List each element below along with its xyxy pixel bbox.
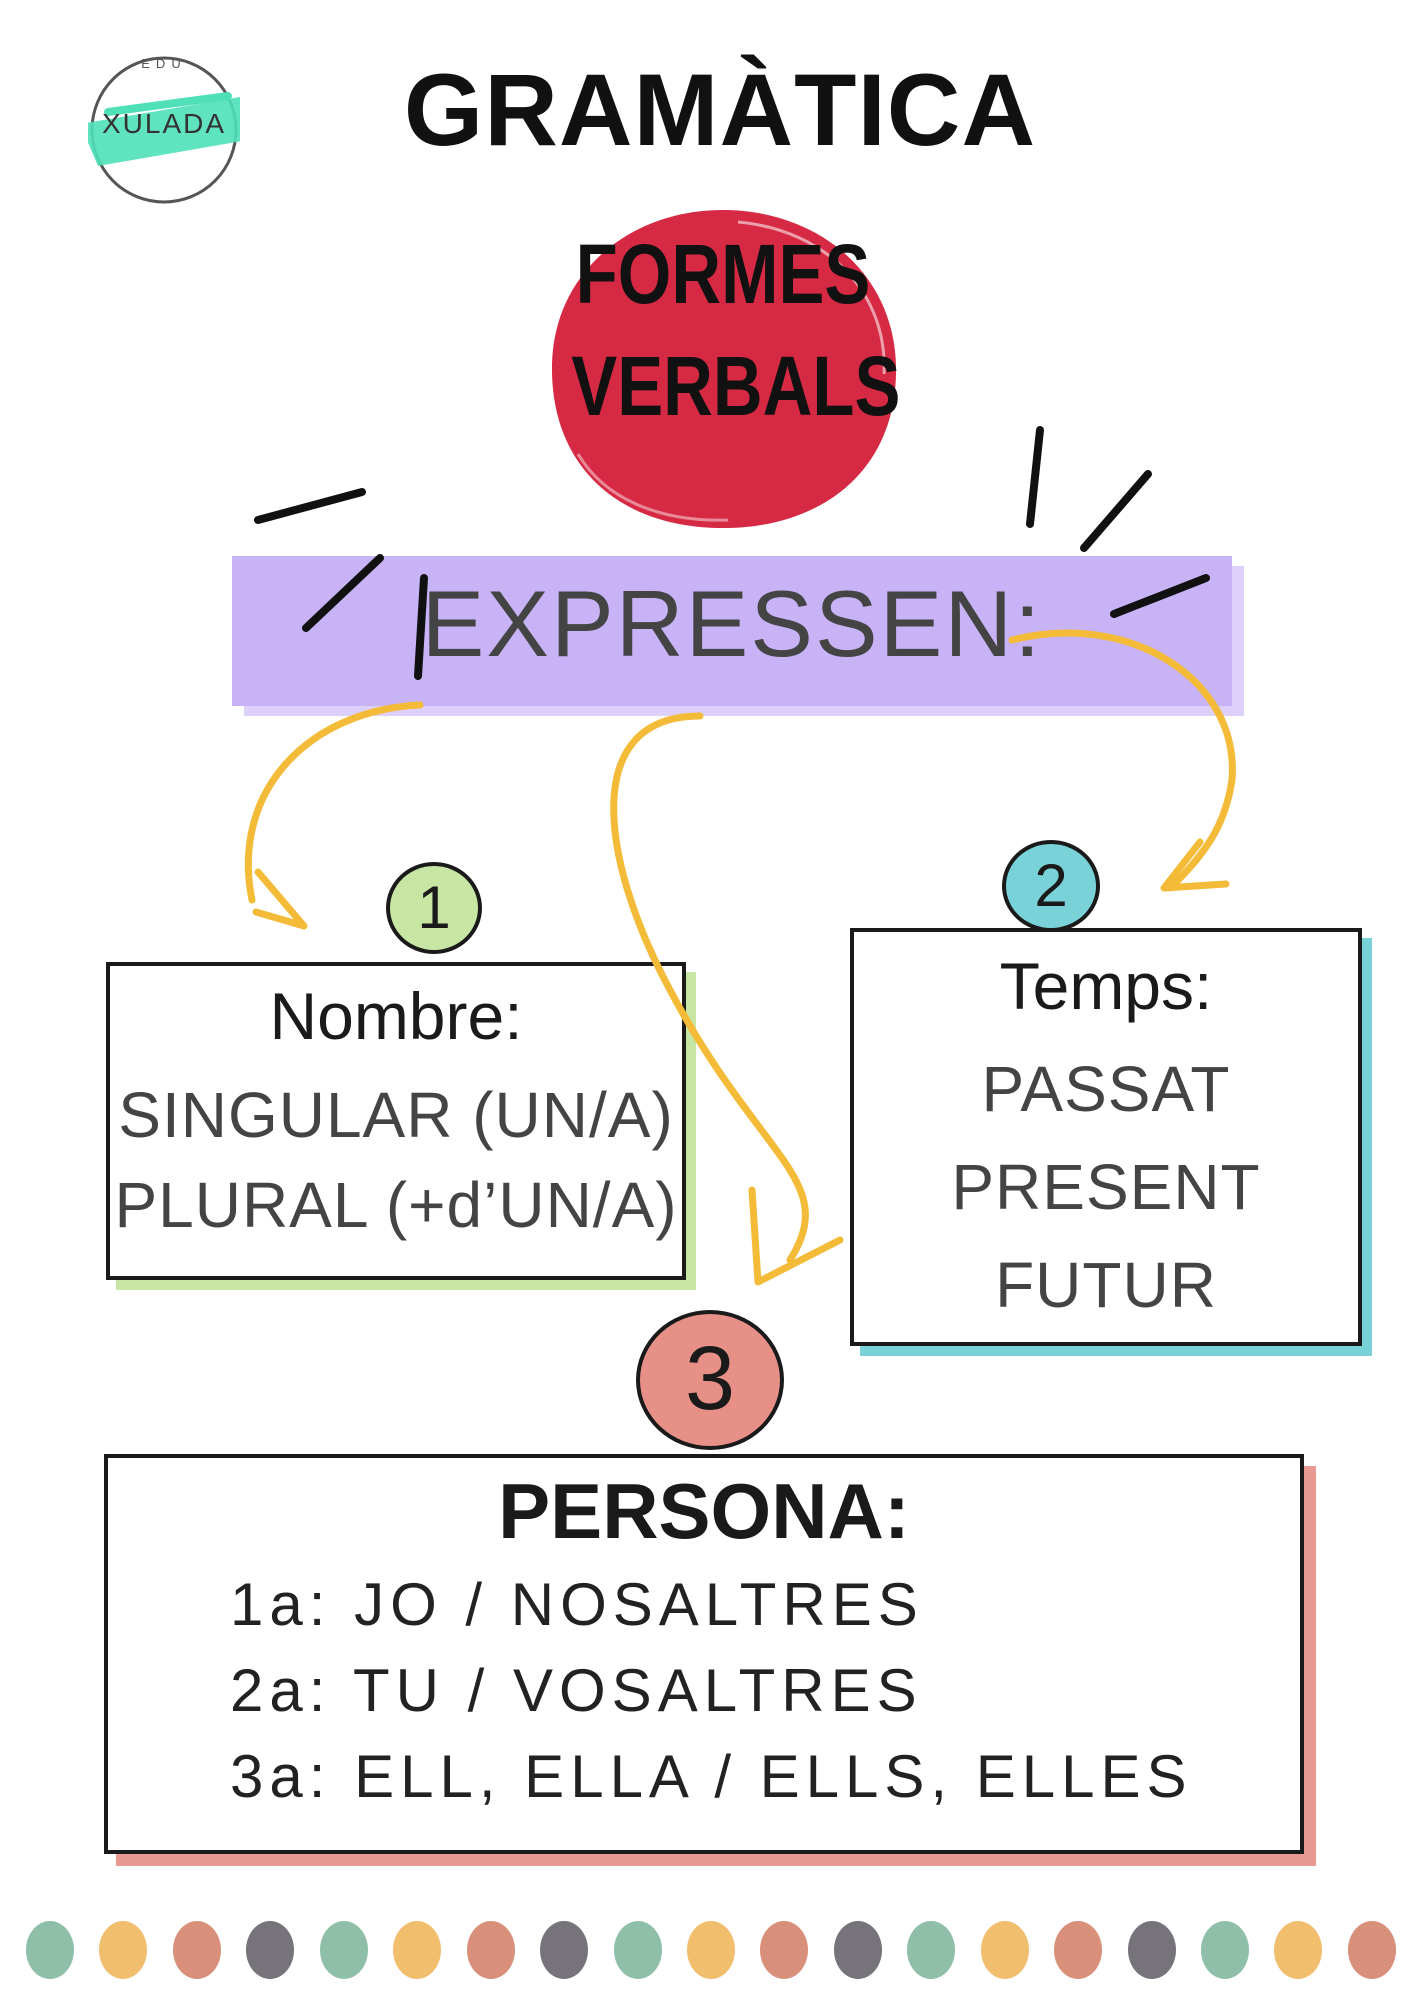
dot-7 [466, 1921, 515, 1979]
dot-11 [760, 1921, 809, 1979]
arrow-to-persona-head [748, 1186, 844, 1286]
badge-2: 2 [1002, 840, 1100, 932]
arrow-to-nombre [244, 701, 424, 904]
dot-5 [319, 1921, 368, 1979]
badge-1: 1 [386, 862, 482, 954]
banner-text: EXPRESSEN: [421, 571, 1043, 676]
persona-row-1: 1a: JO / NOSALTRES [230, 1571, 924, 1638]
dot-2 [99, 1921, 148, 1979]
persona-box [104, 1454, 1304, 1854]
persona-row-3: 3a: ELL, ELLA / ELLS, ELLES [230, 1743, 1193, 1810]
nombre-line-1: SINGULAR (UN/A) [118, 1079, 674, 1151]
temps-heading: Temps: [999, 949, 1213, 1023]
dot-18 [1274, 1921, 1323, 1979]
persona-heading: PERSONA: [498, 1467, 910, 1555]
dot-6 [393, 1921, 442, 1979]
persona-row-2: 2a: TU / VOSALTRES [230, 1657, 923, 1724]
dot-15 [1054, 1921, 1103, 1979]
temps-line-1: PASSAT [981, 1053, 1231, 1125]
subtitle: FORMES VERBALS [538, 218, 908, 442]
subtitle-line-2: VERBALS [571, 339, 901, 433]
dot-13 [907, 1921, 956, 1979]
badge-3: 3 [636, 1310, 784, 1450]
logo-edu-text: EDU [141, 56, 187, 71]
nombre-line-2: PLURAL (+d’UN/A) [114, 1169, 678, 1241]
logo-name: XULADA [101, 108, 227, 139]
dot-8 [540, 1921, 589, 1979]
red-blob [551, 210, 897, 529]
page-title: GRAMÀTICA [403, 53, 1037, 167]
dot-14 [980, 1921, 1029, 1979]
temps-box [850, 928, 1362, 1346]
dot-17 [1201, 1921, 1249, 1979]
dot-1 [26, 1921, 74, 1979]
arrow-to-temps-head [1160, 838, 1230, 892]
nombre-heading: Nombre: [269, 979, 523, 1053]
arrow-to-nombre-head [252, 868, 308, 930]
dot-3 [172, 1921, 221, 1979]
dot-10 [686, 1921, 735, 1979]
temps-line-2: PRESENT [951, 1151, 1261, 1223]
xulada-logo [88, 56, 240, 204]
decorative-dots [26, 1918, 1396, 1982]
dot-19 [1347, 1921, 1396, 1979]
dot-16 [1127, 1921, 1176, 1979]
subtitle-line-1: FORMES [575, 227, 871, 321]
dot-9 [613, 1921, 662, 1979]
dot-4 [246, 1921, 295, 1979]
dot-12 [833, 1921, 882, 1979]
temps-line-3: FUTUR [995, 1249, 1217, 1321]
